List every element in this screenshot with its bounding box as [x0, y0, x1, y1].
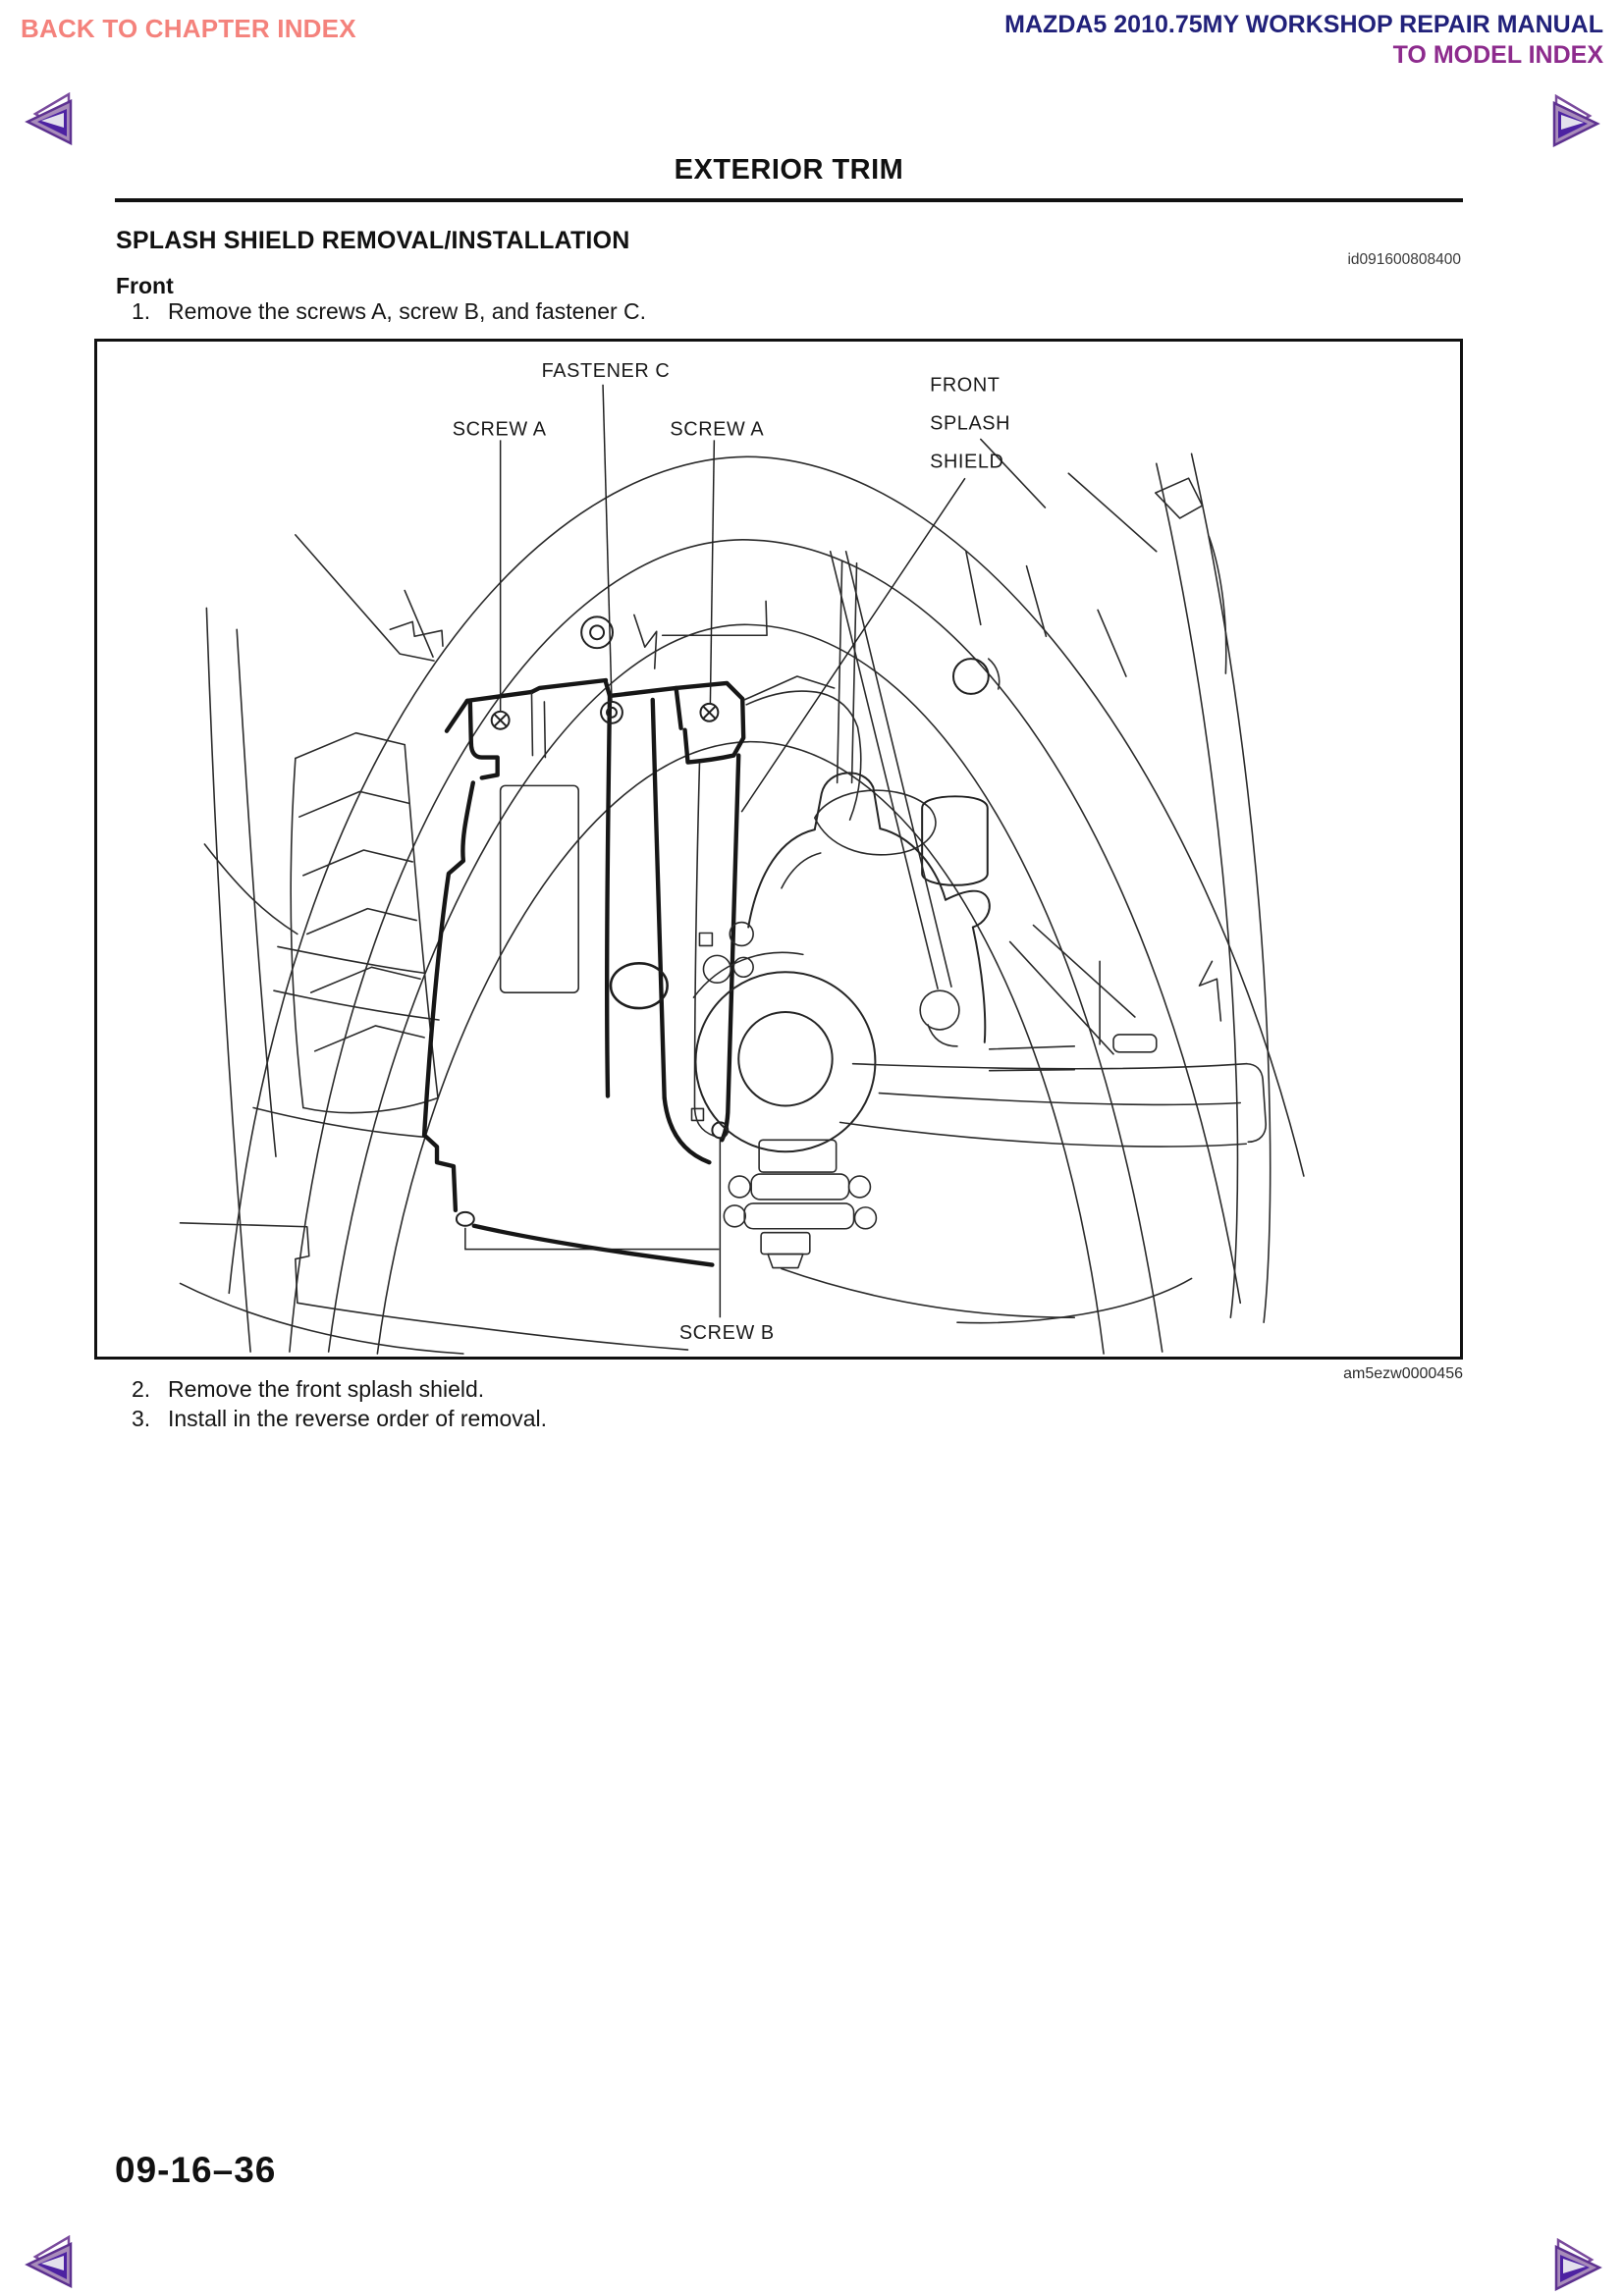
right-bolt-icon	[951, 658, 1001, 695]
label-screw-a-right: SCREW A	[670, 418, 764, 440]
label-front-splash-shield-line3: SHIELD	[930, 451, 1003, 472]
next-page-arrow-icon[interactable]	[1537, 94, 1603, 147]
lower-arm-subframe	[781, 924, 1267, 1324]
page-title: EXTERIOR TRIM	[674, 154, 904, 186]
back-to-chapter-index-link[interactable]: BACK TO CHAPTER INDEX	[21, 14, 356, 43]
prev-page-arrow-icon[interactable]	[22, 2235, 88, 2288]
step-text: Remove the front splash shield.	[168, 1376, 485, 1402]
screw-a-right-icon	[699, 702, 720, 722]
header-right: MAZDA5 2010.75MY WORKSHOP REPAIR MANUAL …	[1004, 10, 1603, 71]
splash-shield-figure-frame: FASTENER C SCREW A SCREW A FRONT SPLASH …	[94, 339, 1463, 1360]
figure-code: am5ezw0000456	[1343, 1365, 1463, 1382]
page-number: 09-16–36	[115, 2150, 277, 2190]
to-model-index-link[interactable]: TO MODEL INDEX	[1392, 41, 1603, 69]
step-text: Remove the screws A, screw B, and fasten…	[168, 298, 647, 324]
step-number: 1.	[132, 298, 151, 324]
ball-joint-bolts	[723, 1139, 878, 1269]
label-fastener-c: FASTENER C	[542, 360, 671, 382]
strut-bolt-icon	[580, 615, 614, 650]
fasteners	[455, 615, 1001, 1227]
figure-labels: FASTENER C SCREW A SCREW A FRONT SPLASH …	[453, 360, 1010, 1344]
manual-title: MAZDA5 2010.75MY WORKSHOP REPAIR MANUAL	[1004, 11, 1603, 38]
step-text: Install in the reverse order of removal.	[168, 1406, 548, 1431]
step-number: 2.	[132, 1376, 151, 1402]
label-leader-lines	[464, 384, 966, 1318]
label-screw-a-left: SCREW A	[453, 418, 547, 440]
hub-and-rotor	[692, 951, 877, 1153]
step-number: 3.	[132, 1406, 151, 1431]
cv-boot-bellows	[290, 731, 439, 1114]
prev-page-arrow-icon[interactable]	[22, 92, 88, 145]
screw-a-left-icon	[490, 710, 511, 730]
doc-id: id091600808400	[1347, 251, 1461, 268]
title-rule	[115, 198, 1463, 202]
body-side-lines	[980, 438, 1271, 1323]
procedure-heading: SPLASH SHIELD REMOVAL/INSTALLATION	[116, 227, 630, 254]
label-front-splash-shield-line2: SPLASH	[930, 412, 1010, 434]
label-front-splash-shield-line1: FRONT	[930, 375, 1000, 397]
strut-and-knuckle	[743, 550, 991, 1047]
screw-b-left-icon	[455, 1210, 475, 1227]
fender-liner-lines	[203, 534, 444, 1353]
splash-shield-figure: FASTENER C SCREW A SCREW A FRONT SPLASH …	[179, 360, 1305, 1355]
label-screw-b: SCREW B	[679, 1322, 775, 1344]
bumper-lower-lines	[179, 1221, 689, 1355]
wheel-arch-arcs	[228, 455, 1305, 1355]
next-page-arrow-icon[interactable]	[1539, 2238, 1605, 2291]
front-splash-shield-outline	[421, 677, 754, 1267]
subheading-front: Front	[116, 273, 174, 298]
